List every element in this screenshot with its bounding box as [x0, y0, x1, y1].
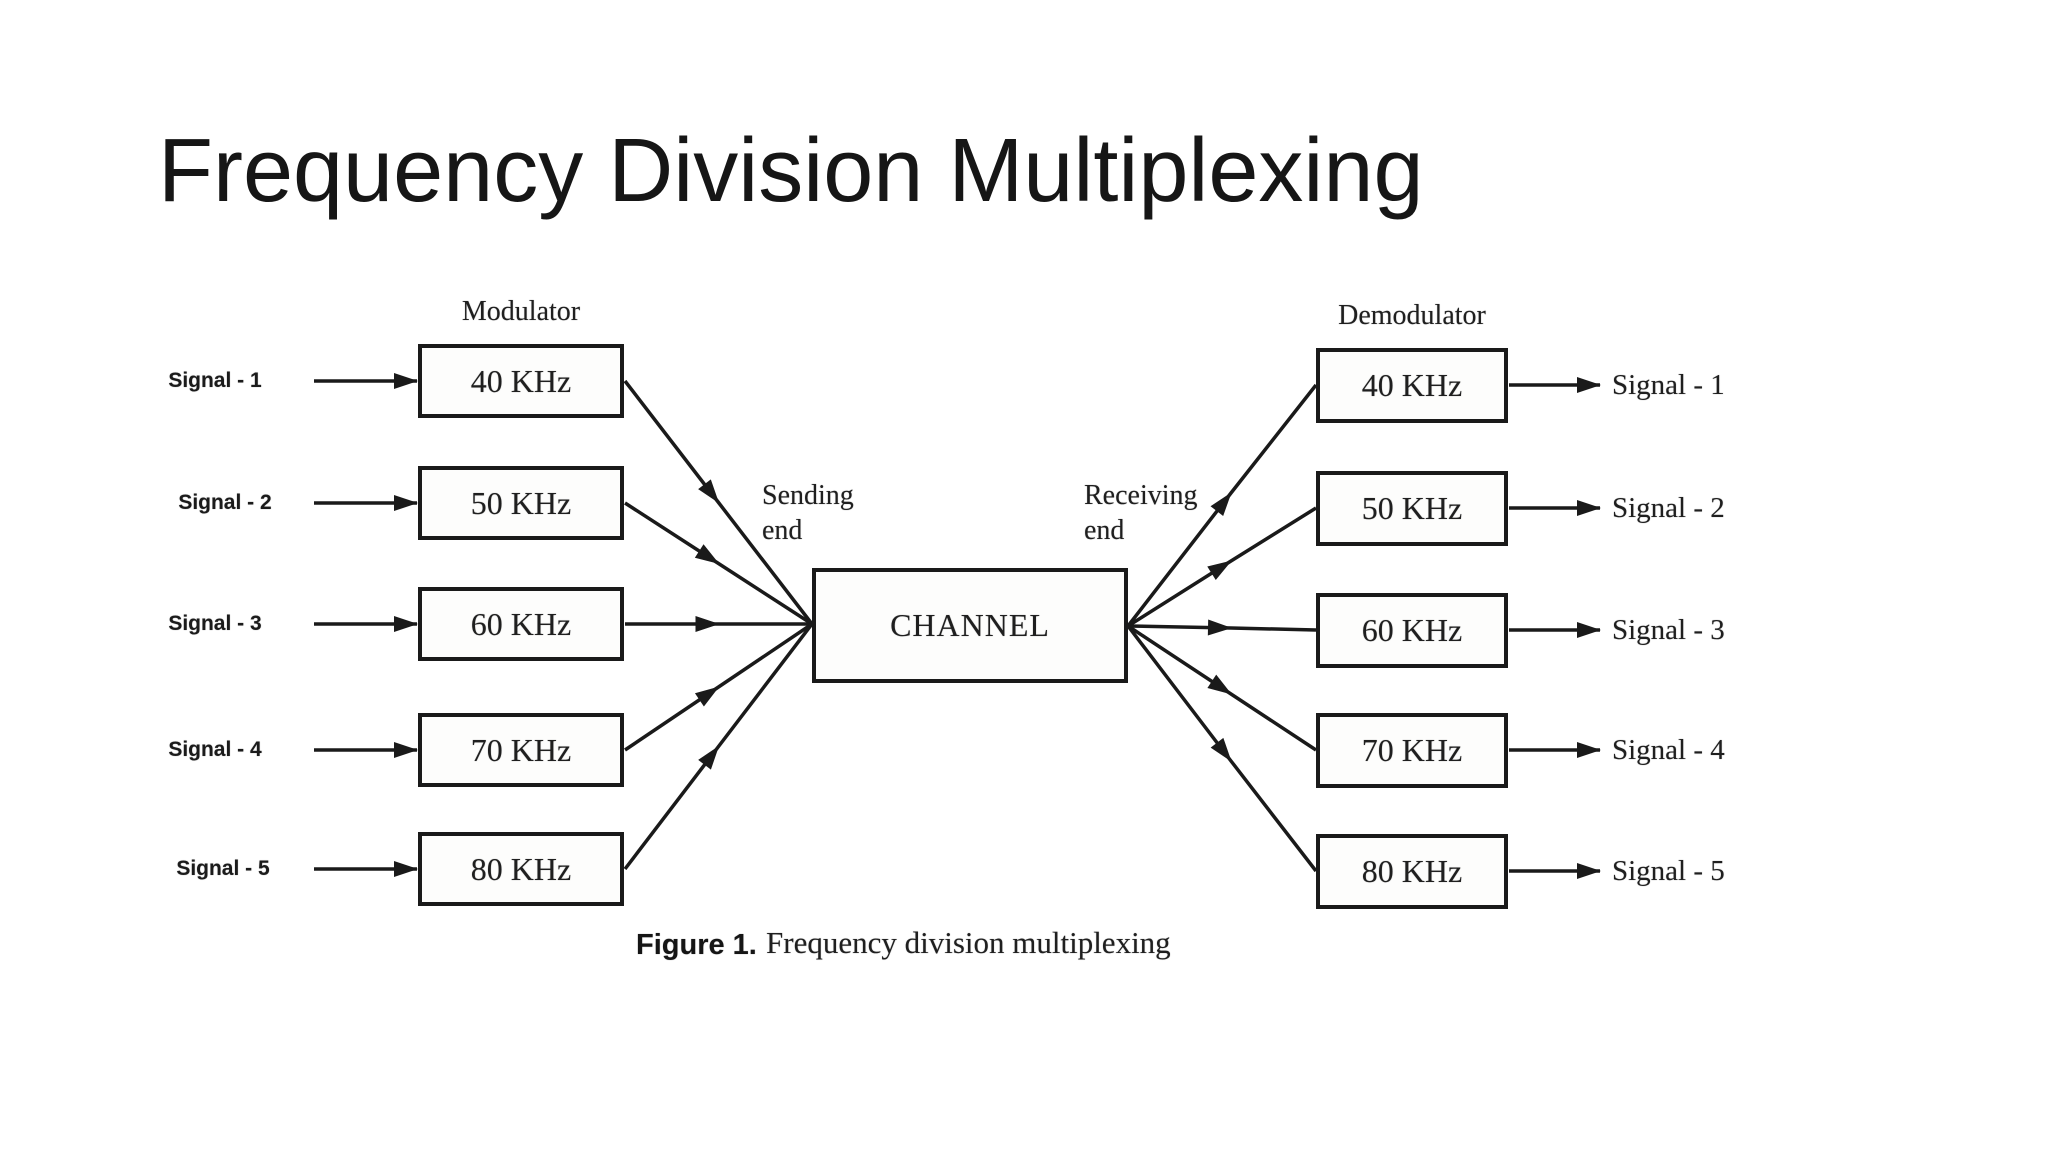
- output-signal-label-1: Signal - 1: [1612, 369, 1725, 401]
- figure-caption-text: Frequency division multiplexing: [766, 925, 1171, 960]
- sending-end-label: Sending end: [762, 480, 854, 546]
- input-signal-label-5: Signal - 5: [176, 857, 270, 880]
- converge-line-5: [623, 622, 814, 871]
- receiving-end-label: Receiving end: [1084, 480, 1198, 546]
- modulator-box-80khz: 80 KHz: [418, 832, 624, 906]
- diverge-line-5: [1126, 624, 1318, 873]
- converge-line-4: [624, 622, 813, 752]
- demodulator-box-70khz: 70 KHz: [1316, 713, 1508, 788]
- demodulator-box-80khz: 80 KHz: [1316, 834, 1508, 909]
- figure-caption-number: Figure 1.: [636, 929, 757, 961]
- demodulator-box-50khz: 50 KHz: [1316, 471, 1508, 546]
- modulator-label: Modulator: [461, 296, 581, 327]
- output-signal-label-5: Signal - 5: [1612, 855, 1725, 887]
- modulator-box-70khz: 70 KHz: [418, 713, 624, 787]
- modulator-box-50khz: 50 KHz: [418, 466, 624, 540]
- modulator-box-40khz: 40 KHz: [418, 344, 624, 418]
- input-signal-label-1: Signal - 1: [168, 369, 262, 392]
- input-signal-label-4: Signal - 4: [168, 738, 262, 761]
- slide-title: Frequency Division Multiplexing: [158, 121, 1424, 221]
- demodulator-box-40khz: 40 KHz: [1316, 348, 1508, 423]
- demodulator-label: Demodulator: [1338, 300, 1486, 331]
- diverge-line-3: [1127, 619, 1317, 636]
- modulator-box-60khz: 60 KHz: [418, 587, 624, 661]
- input-signal-label-2: Signal - 2: [178, 491, 272, 514]
- demodulator-box-60khz: 60 KHz: [1316, 593, 1508, 668]
- output-signal-label-4: Signal - 4: [1612, 734, 1725, 766]
- output-signal-label-3: Signal - 3: [1612, 614, 1725, 646]
- channel-box: CHANNEL: [812, 568, 1128, 683]
- diverge-line-4: [1127, 624, 1317, 752]
- input-signal-label-3: Signal - 3: [168, 612, 262, 635]
- output-signal-label-2: Signal - 2: [1612, 492, 1725, 524]
